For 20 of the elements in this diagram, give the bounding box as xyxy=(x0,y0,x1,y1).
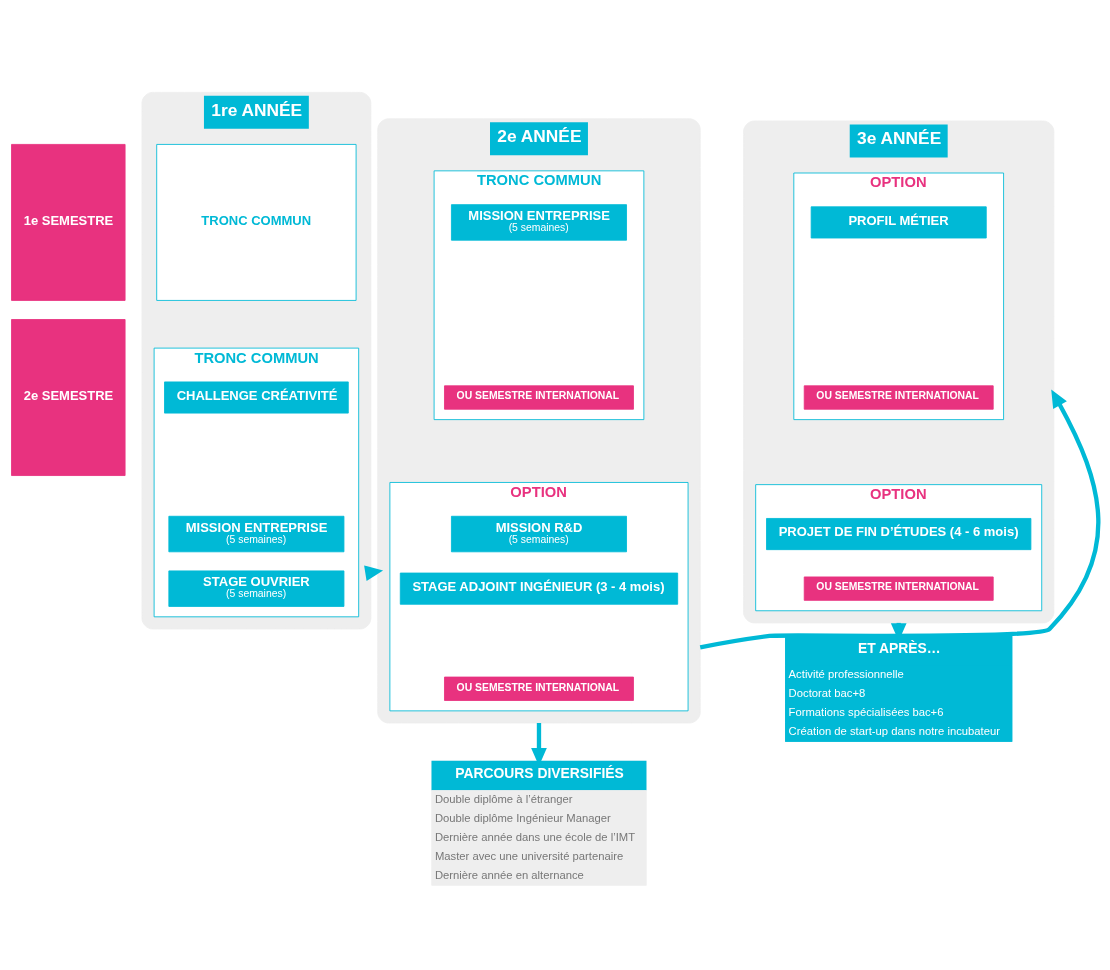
node-box: MISSION R&D (5 semaines) xyxy=(451,515,627,552)
node-box: PROFIL MÉTIER xyxy=(810,205,987,238)
node-box: 2e SEMESTRE xyxy=(11,318,126,476)
node-box: 1e SEMESTRE xyxy=(11,143,126,301)
node-label: Master avec une université partenaire xyxy=(434,849,624,862)
node-box: PROJET DE FIN D’ÉTUDES (4 - 6 mois) xyxy=(766,517,1032,550)
node-label: Double diplôme Ingénieur Manager xyxy=(434,811,611,824)
node-box: CHALLENGE CRÉATIVITÉ xyxy=(164,381,349,414)
node-box: MISSION ENTREPRISE (5 semaines) xyxy=(168,515,345,552)
node-box: OU SEMESTRE INTERNATIONAL xyxy=(444,676,634,701)
node-label: Dernière année en alternance xyxy=(434,868,584,881)
node-box: MISSION ENTREPRISE (5 semaines) xyxy=(451,203,627,241)
node-label: Dernière année dans une école de l’IMT xyxy=(434,830,636,843)
node-box: STAGE OUVRIER (5 semaines) xyxy=(168,569,345,607)
node-box: STAGE ADJOINT INGÉNIEUR (3 - 4 mois) xyxy=(399,572,679,605)
node-box: OU SEMESTRE INTERNATIONAL xyxy=(444,384,634,410)
node-box: TRONC COMMUN xyxy=(156,143,357,301)
arrow xyxy=(699,388,1101,649)
node-box: OU SEMESTRE INTERNATIONAL xyxy=(803,384,994,410)
node-box: OU SEMESTRE INTERNATIONAL xyxy=(803,576,994,601)
